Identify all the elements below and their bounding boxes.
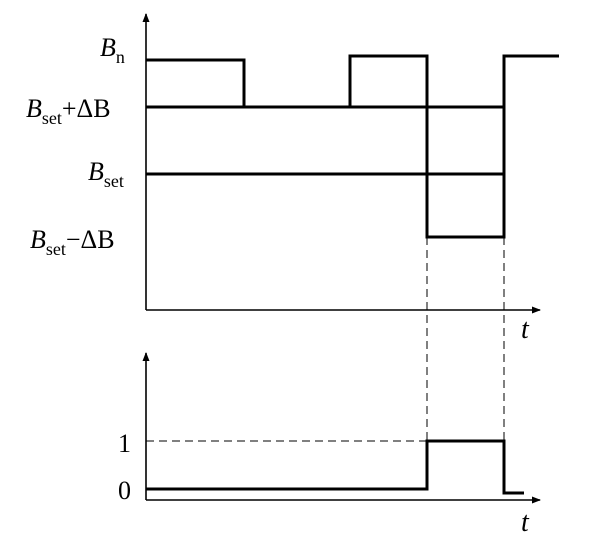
output-waveform bbox=[146, 439, 524, 495]
label-b-set-plus: Bset+ΔB bbox=[26, 94, 111, 128]
lower-time-label: t bbox=[521, 507, 530, 538]
projection-lines bbox=[146, 237, 505, 442]
upper-plot: Bn Bset+ΔB Bset Bset−ΔB t bbox=[26, 13, 559, 345]
lower-plot: 1 0 t bbox=[118, 352, 541, 538]
b-n-waveform bbox=[146, 54, 559, 239]
label-level-one: 1 bbox=[118, 429, 131, 458]
label-level-zero: 0 bbox=[118, 476, 131, 505]
label-b-set: Bset bbox=[88, 157, 124, 191]
label-b-n: Bn bbox=[100, 33, 125, 67]
upper-time-label: t bbox=[521, 314, 530, 345]
label-b-set-minus: Bset−ΔB bbox=[30, 225, 115, 259]
